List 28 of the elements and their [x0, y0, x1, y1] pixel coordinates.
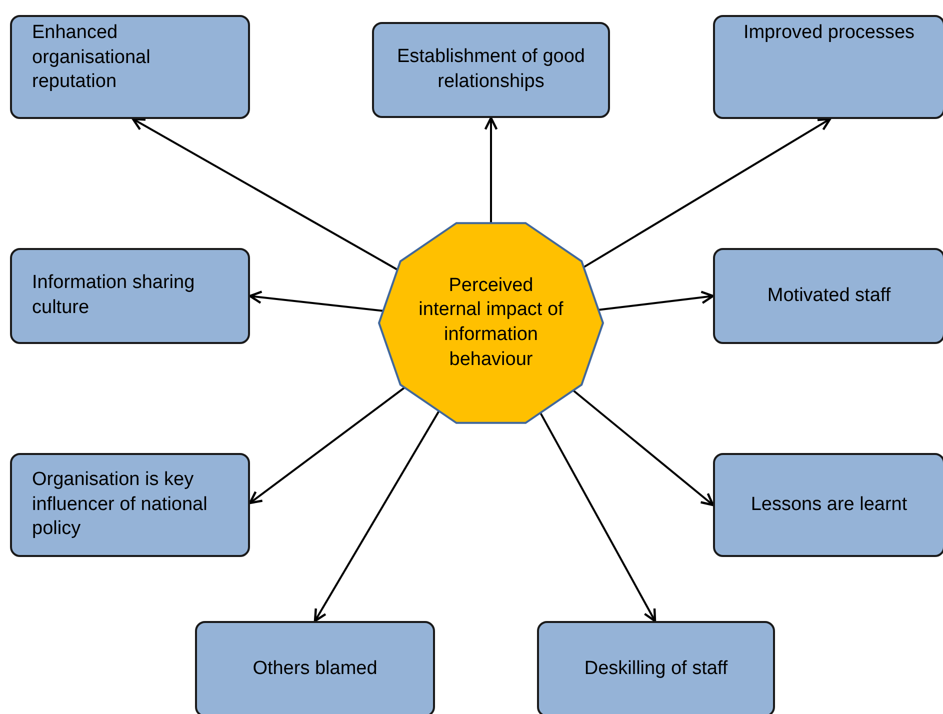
outcome-box — [713, 248, 943, 344]
node-text: Lessons are learnt — [750, 492, 908, 517]
node-text: Improved processes — [743, 21, 915, 45]
node-text: Motivated staff — [767, 284, 891, 308]
outcome-box — [537, 621, 775, 714]
outcome-box — [372, 22, 610, 118]
node-text: Perceived internal impact of information behaviour — [418, 274, 564, 372]
arrow — [248, 290, 384, 312]
node-text: Others blamed — [252, 656, 378, 681]
node-text: Organisation is key influencer of national policy — [31, 468, 208, 542]
arrow — [248, 386, 406, 504]
outcome-box — [713, 15, 943, 119]
outcome-box — [10, 15, 250, 119]
arrow — [598, 290, 714, 311]
arrow — [132, 118, 398, 271]
arrow — [484, 116, 498, 224]
arrow — [540, 412, 656, 622]
arrow — [583, 118, 832, 268]
arrow — [314, 410, 440, 622]
node-text: Enhanced organisational reputation — [31, 21, 152, 94]
outcome-box — [195, 621, 435, 714]
outcome-box — [10, 453, 250, 557]
outcome-box — [10, 248, 250, 344]
node-text: Establishment of good relationships — [396, 45, 586, 94]
node-text: Deskilling of staff — [584, 656, 728, 681]
arrow — [572, 390, 714, 506]
outcome-box — [713, 453, 943, 557]
node-text: Information sharing culture — [31, 271, 196, 320]
